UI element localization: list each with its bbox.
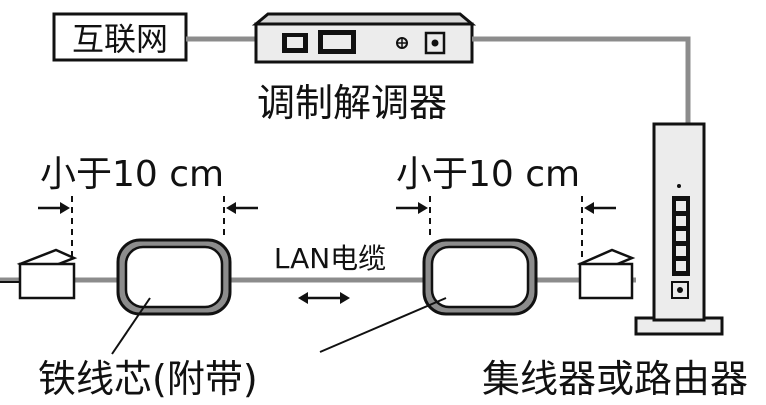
modem-device: [251, 12, 477, 64]
internet-box: 互联网: [52, 12, 188, 62]
router-status-led-icon: [677, 184, 681, 188]
ferrite-core-right: [422, 238, 538, 316]
lan-cable-label: LAN电缆: [274, 242, 386, 275]
hub-router-label: 集线器或路由器: [482, 357, 748, 401]
distance-arrow-left-in-icon: [38, 202, 70, 214]
distance-arrow-left-out-icon: [226, 202, 258, 214]
distance-arrow-right-out-icon: [584, 202, 616, 214]
left-connector-plug: [16, 248, 78, 300]
router-port-2-icon: [676, 216, 686, 226]
distance-arrow-right-in-icon: [396, 202, 428, 214]
ferrite-leader-left: [111, 297, 151, 355]
ferrite-core-left: [116, 238, 232, 316]
lan-length-double-arrow-icon: [298, 292, 350, 304]
modem-router-cable: [472, 36, 691, 124]
router-device: [634, 122, 724, 336]
internet-box-frame: [52, 12, 188, 62]
distance-label-right: 小于10 cm: [396, 154, 580, 195]
router-port-1-icon: [676, 201, 686, 211]
distance-label-left: 小于10 cm: [40, 154, 224, 195]
router-port-3-icon: [676, 231, 686, 241]
ferrite-core-label: 铁线芯(附带): [38, 357, 258, 401]
modem-label: 调制解调器: [257, 81, 447, 125]
router-port-5-icon: [676, 261, 686, 271]
right-connector-plug: [576, 248, 636, 300]
ferrite-leader-right: [319, 297, 447, 353]
internet-label: 互联网: [72, 20, 168, 58]
router-port-4-icon: [676, 246, 686, 256]
